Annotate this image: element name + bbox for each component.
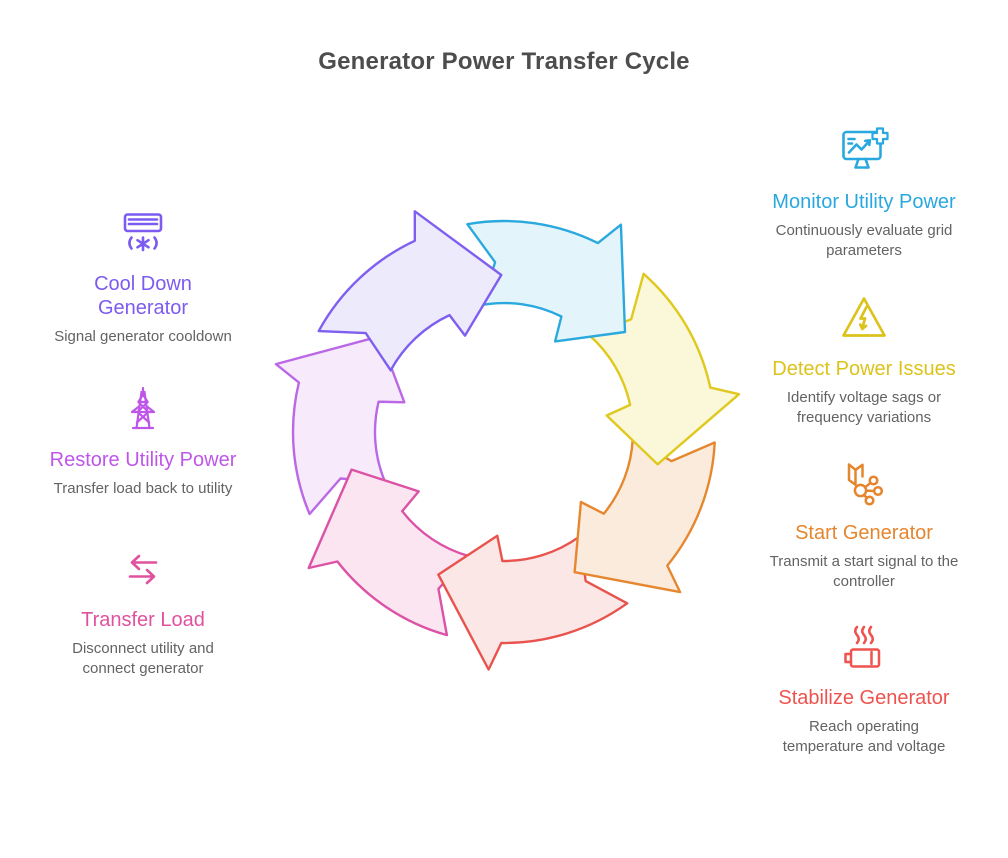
step-start-generator: Start Generator Transmit a start signal … (759, 455, 969, 591)
step-title: Transfer Load (81, 609, 205, 631)
swap-arrows-icon (38, 542, 248, 598)
monitor-chart-plus-icon (759, 124, 969, 180)
step-stabilize-generator: Stabilize Generator Reach operating temp… (759, 620, 969, 756)
step-subtitle: Continuously evaluate grid parameters (775, 222, 953, 259)
step-title: Detect Power Issues (772, 358, 956, 380)
warning-lightning-icon (759, 291, 969, 347)
detect-power-arrow (588, 272, 741, 466)
step-title: Restore Utility Power (49, 449, 237, 471)
step-monitor-utility-power: Monitor Utility Power Continuously evalu… (759, 124, 969, 260)
cycle-diagram (274, 210, 741, 671)
step-restore-utility-power: Restore Utility Power Transfer load back… (38, 382, 248, 499)
page-title: Generator Power Transfer Cycle (318, 48, 690, 75)
restore-utility-arrow (274, 335, 406, 516)
step-subtitle: Reach operating temperature and voltage (782, 718, 946, 755)
step-subtitle: Transmit a start signal to the controlle… (769, 553, 959, 590)
step-title: Monitor Utility Power (772, 191, 956, 213)
step-cool-down-generator: Cool Down Generator Signal generator coo… (38, 206, 248, 347)
battery-heat-icon (759, 620, 969, 676)
step-subtitle: Signal generator cooldown (54, 328, 232, 345)
step-subtitle: Disconnect utility and connect generator (72, 640, 214, 677)
transfer-load-arrow (307, 468, 471, 637)
start-generator-arrow (573, 437, 716, 594)
monitor-utility-arrow (466, 219, 627, 343)
step-subtitle: Identify voltage sags or frequency varia… (786, 389, 942, 426)
step-title: Cool Down Generator (94, 273, 192, 319)
step-title: Stabilize Generator (778, 687, 950, 709)
cool-down-arrow (317, 210, 503, 372)
step-subtitle: Transfer load back to utility (53, 480, 233, 497)
step-transfer-load: Transfer Load Disconnect utility and con… (38, 542, 248, 678)
step-detect-power-issues: Detect Power Issues Identify voltage sag… (759, 291, 969, 427)
air-conditioner-cooling-icon (38, 206, 248, 262)
signal-network-icon (759, 455, 969, 511)
transmission-tower-icon (38, 382, 248, 438)
step-title: Start Generator (795, 522, 933, 544)
